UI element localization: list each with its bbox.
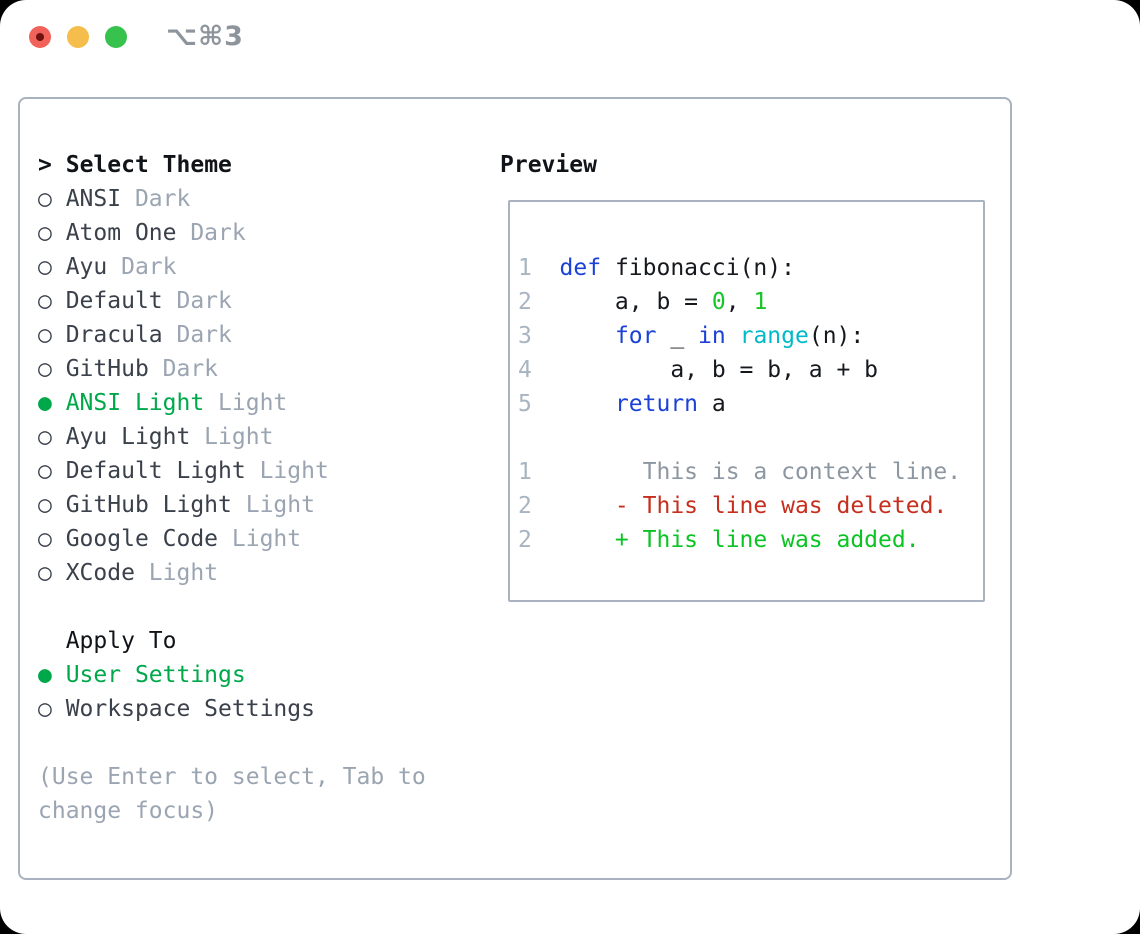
diff-deleted-line: 2 - This line was deleted. bbox=[518, 493, 948, 519]
preview-title: Preview bbox=[500, 152, 597, 178]
theme-name: Default bbox=[65, 288, 163, 314]
theme-item-atom-one[interactable]: ○ Atom One Dark bbox=[38, 216, 426, 250]
theme-item-dracula[interactable]: ○ Dracula Dark bbox=[38, 318, 426, 352]
theme-name: ANSI bbox=[65, 186, 122, 212]
line-number: 2 bbox=[518, 289, 560, 315]
titlebar: ⌥⌘3 bbox=[0, 0, 1140, 74]
radio-icon: ○ bbox=[38, 526, 66, 552]
apply-option-workspace-settings[interactable]: ○ Workspace Settings bbox=[38, 692, 426, 726]
line-number: 3 bbox=[518, 323, 560, 349]
theme-name: XCode bbox=[65, 560, 135, 586]
select-theme-header: > Select Theme bbox=[38, 148, 426, 182]
apply-to-options: ● User Settings○ Workspace Settings bbox=[38, 658, 426, 726]
theme-name: GitHub bbox=[65, 356, 149, 382]
theme-variant-tag: Light bbox=[245, 458, 329, 484]
theme-variant-tag: Dark bbox=[148, 356, 219, 382]
python-code-line: 5 return a bbox=[518, 391, 726, 417]
radio-icon: ○ bbox=[38, 424, 66, 450]
theme-item-github[interactable]: ○ GitHub Dark bbox=[38, 352, 426, 386]
radio-icon: ○ bbox=[38, 492, 66, 518]
unsaved-dot-icon bbox=[36, 33, 44, 41]
theme-variant-tag: Dark bbox=[162, 322, 232, 348]
line-number: 1 bbox=[518, 255, 560, 281]
theme-item-default[interactable]: ○ Default Dark bbox=[38, 284, 426, 318]
help-text-line-2: change focus) bbox=[38, 798, 219, 824]
spacer bbox=[38, 590, 426, 624]
blank-line bbox=[518, 421, 983, 455]
theme-variant-tag: Light bbox=[218, 526, 302, 552]
radio-icon: ○ bbox=[38, 696, 66, 722]
theme-name: Default Light bbox=[65, 458, 246, 484]
cursor-icon: > bbox=[38, 152, 52, 178]
theme-name: Atom One bbox=[65, 220, 177, 246]
theme-name: Ayu Light bbox=[65, 424, 191, 450]
theme-item-github-light[interactable]: ○ GitHub Light Light bbox=[38, 488, 426, 522]
theme-name: Google Code bbox=[65, 526, 219, 552]
radio-icon: ○ bbox=[38, 186, 66, 212]
theme-item-ayu[interactable]: ○ Ayu Dark bbox=[38, 250, 426, 284]
theme-item-google-code[interactable]: ○ Google Code Light bbox=[38, 522, 426, 556]
theme-list: ○ ANSI Dark○ Atom One Dark○ Ayu Dark○ De… bbox=[38, 182, 426, 590]
radio-selected-icon: ● bbox=[38, 390, 66, 416]
radio-icon: ○ bbox=[38, 458, 66, 484]
theme-item-ansi[interactable]: ○ ANSI Dark bbox=[38, 182, 426, 216]
preview-header: Preview bbox=[500, 148, 985, 182]
maximize-button[interactable] bbox=[105, 26, 127, 48]
radio-icon: ○ bbox=[38, 322, 66, 348]
line-number: 1 bbox=[518, 459, 560, 485]
diff-added-line: 2 + This line was added. bbox=[518, 527, 920, 553]
diff-context-line: 1 This is a context line. bbox=[518, 459, 962, 485]
theme-name: GitHub Light bbox=[65, 492, 232, 518]
theme-variant-tag: Light bbox=[190, 424, 274, 450]
line-number: 2 bbox=[518, 493, 560, 519]
theme-variant-tag: Dark bbox=[162, 288, 232, 314]
theme-item-ayu-light[interactable]: ○ Ayu Light Light bbox=[38, 420, 426, 454]
theme-item-xcode[interactable]: ○ XCode Light bbox=[38, 556, 426, 590]
apply-option-label: Workspace Settings bbox=[65, 696, 315, 722]
theme-item-ansi-light[interactable]: ● ANSI Light Light bbox=[38, 386, 426, 420]
theme-variant-tag: Dark bbox=[121, 186, 191, 212]
radio-icon: ○ bbox=[38, 254, 66, 280]
apply-option-user-settings[interactable]: ● User Settings bbox=[38, 658, 426, 692]
radio-icon: ○ bbox=[38, 220, 66, 246]
theme-variant-tag: Light bbox=[134, 560, 219, 586]
python-code-line: 4 a, b = b, a + b bbox=[518, 357, 879, 383]
window-title: ⌥⌘3 bbox=[166, 21, 244, 52]
line-number: 5 bbox=[518, 391, 560, 417]
theme-name: Ayu bbox=[65, 254, 108, 280]
line-number: 2 bbox=[518, 527, 560, 553]
theme-picker-column: > Select Theme ○ ANSI Dark○ Atom One Dar… bbox=[38, 148, 426, 828]
spacer bbox=[38, 726, 426, 760]
preview-column: Preview 1 def fibonacci(n): 2 a, b = 0, 1… bbox=[500, 148, 985, 602]
minimize-button[interactable] bbox=[67, 26, 89, 48]
theme-variant-tag: Light bbox=[204, 390, 288, 416]
python-code-line: 3 for _ in range(n): bbox=[518, 323, 865, 349]
select-theme-title: Select Theme bbox=[65, 152, 232, 178]
radio-icon: ○ bbox=[38, 356, 66, 382]
theme-name: Dracula bbox=[65, 322, 163, 348]
code-preview: 1 def fibonacci(n): 2 a, b = 0, 1 3 for _ … bbox=[518, 251, 983, 557]
radio-icon: ○ bbox=[38, 560, 66, 586]
help-text-line-1: (Use Enter to select, Tab to bbox=[38, 764, 426, 790]
theme-picker-dialog: > Select Theme ○ ANSI Dark○ Atom One Dar… bbox=[18, 97, 1012, 880]
line-number: 4 bbox=[518, 357, 560, 383]
theme-variant-tag: Light bbox=[231, 492, 315, 518]
apply-option-label: User Settings bbox=[65, 662, 246, 688]
theme-variant-tag: Dark bbox=[176, 220, 246, 246]
radio-selected-icon: ● bbox=[38, 662, 66, 688]
close-button[interactable] bbox=[29, 26, 51, 48]
theme-variant-tag: Dark bbox=[107, 254, 177, 280]
theme-name: ANSI Light bbox=[65, 390, 205, 416]
preview-box: 1 def fibonacci(n): 2 a, b = 0, 1 3 for _ … bbox=[508, 200, 985, 602]
python-code-line: 1 def fibonacci(n): bbox=[518, 255, 795, 281]
python-code-line: 2 a, b = 0, 1 bbox=[518, 289, 768, 315]
radio-icon: ○ bbox=[38, 288, 66, 314]
apply-to-header: Apply To bbox=[65, 628, 177, 654]
theme-item-default-light[interactable]: ○ Default Light Light bbox=[38, 454, 426, 488]
